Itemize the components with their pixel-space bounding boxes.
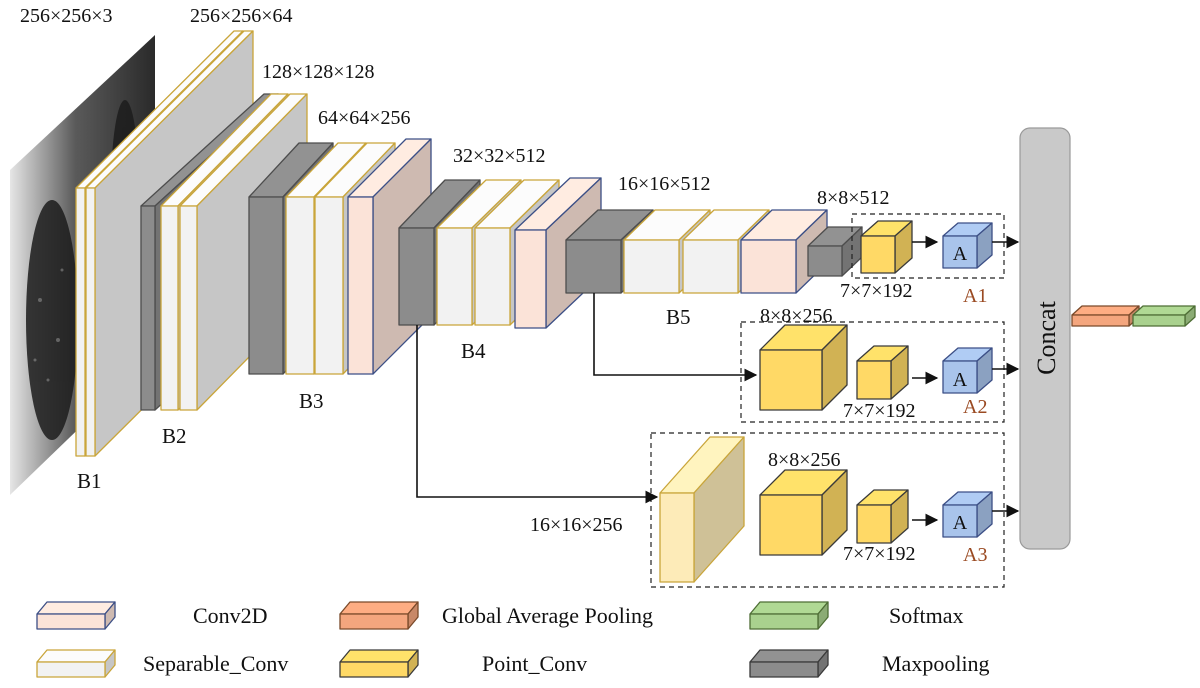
global-average-pooling-vector [1071, 305, 1140, 327]
dim-b5: 16×16×512 [618, 173, 711, 195]
arrow-b5-to-head2 [593, 293, 758, 382]
a3-point-conv [856, 489, 909, 544]
a2-point-conv-large [759, 324, 848, 411]
dim-a2-top: 8×8×256 [760, 305, 833, 327]
attention-head-label-a3: A3 [963, 544, 987, 566]
a2-point-conv [856, 345, 909, 400]
block-label-b2: B2 [162, 424, 187, 448]
dim-a3-point: 7×7×192 [843, 543, 916, 565]
attention-module-letter-a3: A [953, 512, 968, 534]
attention-module-letter-a2: A [953, 369, 968, 391]
legend [36, 601, 829, 678]
a1-attention-module [942, 222, 993, 269]
legend-label-maxpooling: Maxpooling [882, 651, 990, 676]
dim-b3: 64×64×256 [318, 107, 411, 129]
dim-b5-out: 8×8×512 [817, 187, 890, 209]
legend-label-separable-conv: Separable_Conv [143, 651, 288, 676]
legend-swatch-gap [339, 601, 419, 630]
concat-layer: Concat [1019, 127, 1071, 550]
legend-swatch-conv2d [36, 601, 116, 630]
legend-label-softmax: Softmax [889, 603, 964, 628]
a3-separable-input [659, 436, 745, 583]
b5-maxpool-out [807, 226, 863, 277]
attention-head-label-a2: A2 [963, 396, 987, 418]
block-label-b5: B5 [666, 305, 691, 329]
attention-head-2-frame [740, 321, 1005, 423]
attention-module-letter-a1: A [953, 243, 968, 265]
a3-point-conv-large [759, 469, 848, 556]
arrow-b4-to-head3 [416, 325, 659, 504]
legend-label-global-average-pooling: Global Average Pooling [442, 603, 653, 628]
dim-a1-point: 7×7×192 [840, 280, 913, 302]
concat-label: Concat [1032, 300, 1061, 374]
legend-label-conv2d: Conv2D [193, 603, 268, 628]
legend-swatch-separable [36, 649, 116, 678]
legend-label-point-conv: Point_Conv [482, 651, 587, 676]
legend-swatch-point_conv [339, 649, 419, 678]
a1-point-conv [860, 220, 913, 274]
dim-b1: 256×256×64 [190, 5, 293, 27]
output-layers [1071, 305, 1196, 327]
legend-swatch-softmax [749, 601, 829, 630]
dim-b2: 128×128×128 [262, 61, 375, 83]
dim-a3-in: 16×16×256 [530, 514, 623, 536]
dim-b4: 32×32×512 [453, 145, 546, 167]
dim-input: 256×256×3 [20, 5, 113, 27]
block-label-b1: B1 [77, 469, 102, 493]
dim-a3-top: 8×8×256 [768, 449, 841, 471]
attention-head-1-frame [851, 213, 1005, 279]
block-label-b4: B4 [461, 339, 486, 363]
attention-head-3-frame [650, 432, 1005, 588]
softmax-vector [1132, 305, 1196, 327]
block-label-b3: B3 [299, 389, 324, 413]
connection-arrows [416, 235, 1020, 527]
layer-blocks [75, 30, 993, 583]
a3-attention-module [942, 491, 993, 538]
legend-swatch-maxpool [749, 649, 829, 678]
dim-a2-point: 7×7×192 [843, 400, 916, 422]
attention-head-label-a1: A1 [963, 285, 987, 307]
a2-attention-module [942, 347, 993, 394]
